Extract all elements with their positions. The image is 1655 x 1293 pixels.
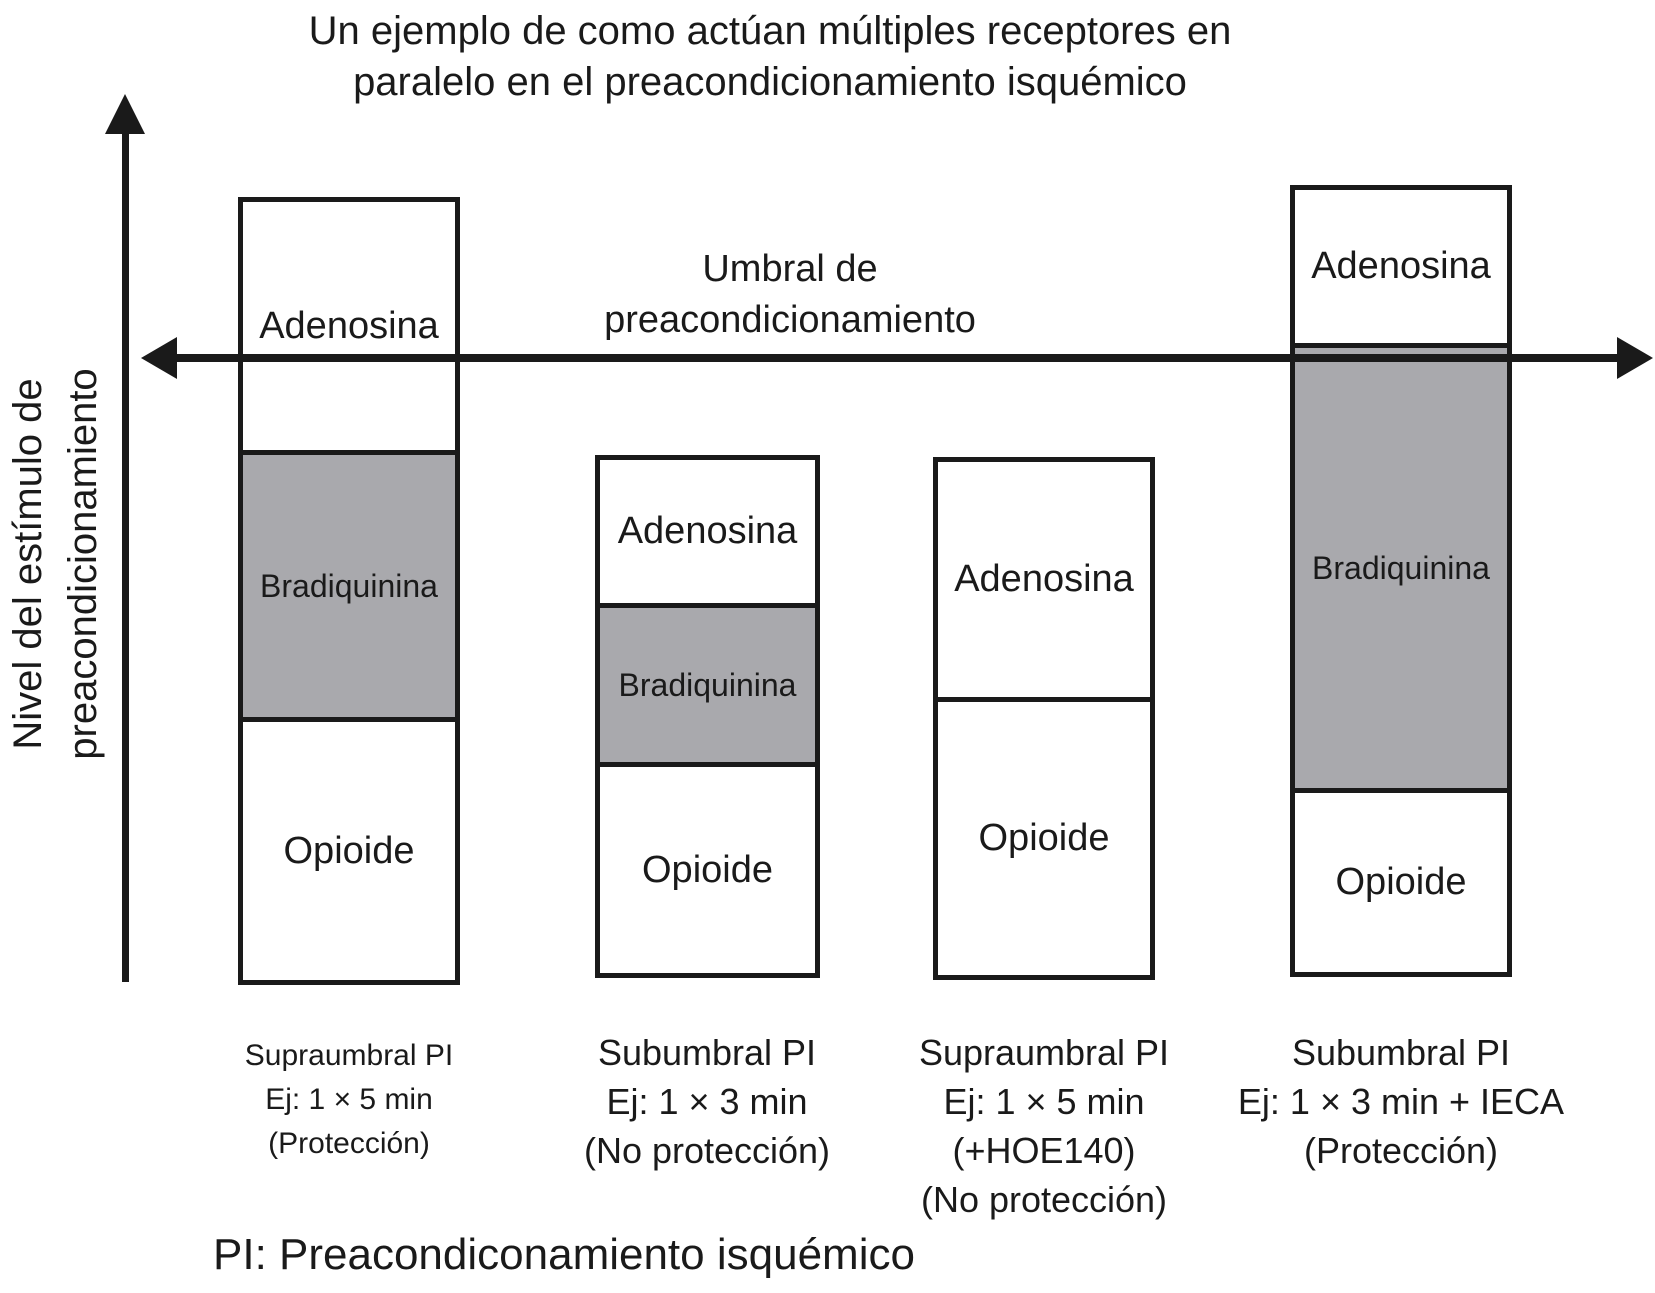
segment-adenosina: Adenosina	[1295, 190, 1507, 343]
segment-label: Adenosina	[1311, 245, 1491, 287]
threshold-arrow-line	[162, 354, 1630, 362]
y-axis-arrow-up-icon	[105, 94, 145, 134]
segment-label: Opioide	[642, 848, 773, 891]
segment-adenosina: Adenosina	[243, 202, 455, 450]
segment-label: Opioide	[283, 829, 415, 872]
threshold-label-line2: preacondicionamiento	[604, 299, 976, 341]
caption-subumbral-pi-ieca: Subumbral PI Ej: 1 × 3 min + IECA (Prote…	[1141, 1028, 1655, 1175]
y-axis-arrow-line	[122, 128, 129, 982]
figure-title-line2: paralelo en el preacondicionamiento isqu…	[353, 60, 1187, 104]
y-axis-label: Nivel del estímulo de preacondicionamien…	[1, 0, 113, 1134]
bar-supraumbral-pi-proteccion: Adenosina Bradiquinina Opioide	[238, 197, 460, 985]
caption-line: Ej: 1 × 5 min	[265, 1083, 433, 1116]
figure-title: Un ejemplo de como actúan múltiples rece…	[0, 6, 1540, 108]
threshold-label-line1: Umbral de	[702, 248, 878, 290]
caption-supraumbral-pi-proteccion: Supraumbral PI Ej: 1 × 5 min (Protección…	[179, 1034, 519, 1166]
segment-bradiquinina: Bradiquinina	[243, 450, 455, 717]
segment-label: Opioide	[1335, 861, 1467, 903]
caption-line: (Protección)	[1303, 1130, 1499, 1171]
segment-opioide: Opioide	[1295, 788, 1507, 972]
segment-adenosina: Adenosina	[600, 460, 815, 603]
segment-label: Bradiquinina	[618, 666, 797, 703]
y-axis-label-line2: preacondicionamiento	[61, 368, 105, 760]
caption-line: Supraumbral PI	[918, 1032, 1170, 1073]
threshold-label: Umbral de preacondicionamiento	[490, 244, 1090, 346]
segment-adenosina: Adenosina	[938, 462, 1150, 697]
segment-label: Adenosina	[259, 304, 439, 347]
threshold-arrow-left-icon	[141, 337, 177, 379]
caption-supraumbral-pi-hoe140: Supraumbral PI Ej: 1 × 5 min (+HOE140) (…	[824, 1028, 1264, 1224]
caption-line: (Protección)	[268, 1127, 430, 1160]
segment-label: Opioide	[978, 817, 1110, 859]
caption-line: Ej: 1 × 5 min	[943, 1081, 1145, 1122]
segment-label: Adenosina	[617, 510, 798, 552]
figure-title-line1: Un ejemplo de como actúan múltiples rece…	[308, 9, 1232, 53]
caption-line: Ej: 1 × 3 min	[606, 1081, 808, 1122]
bar-subumbral-pi-ieca: Adenosina Bradiquinina Opioide	[1290, 185, 1512, 977]
bar-subumbral-pi-no-proteccion: Adenosina Bradiquinina Opioide	[595, 455, 820, 978]
segment-opioide: Opioide	[243, 717, 455, 980]
footnote: PI: Preacondiconamiento isquémico	[213, 1230, 915, 1279]
segment-label: Adenosina	[954, 558, 1134, 600]
segment-label: Bradiquinina	[1312, 549, 1490, 586]
caption-line: Subumbral PI	[597, 1032, 817, 1073]
caption-line: (No protección)	[920, 1179, 1168, 1220]
caption-line: (No protección)	[583, 1130, 831, 1171]
segment-opioide: Opioide	[600, 762, 815, 973]
bar-supraumbral-pi-hoe140: Adenosina Opioide	[933, 457, 1155, 980]
segment-bradiquinina: Bradiquinina	[600, 603, 815, 762]
caption-subumbral-pi-no-proteccion: Subumbral PI Ej: 1 × 3 min (No protecció…	[507, 1028, 907, 1175]
segment-opioide: Opioide	[938, 697, 1150, 975]
segment-bradiquinina: Bradiquinina	[1295, 343, 1507, 788]
y-axis-label-line1: Nivel del estímulo de	[6, 378, 50, 750]
caption-line: (+HOE140)	[952, 1130, 1136, 1171]
caption-line: Ej: 1 × 3 min + IECA	[1237, 1081, 1565, 1122]
segment-label: Bradiquinina	[260, 567, 438, 604]
caption-line: Supraumbral PI	[244, 1039, 454, 1072]
caption-line: Subumbral PI	[1291, 1032, 1511, 1073]
threshold-arrow-right-icon	[1617, 337, 1653, 379]
